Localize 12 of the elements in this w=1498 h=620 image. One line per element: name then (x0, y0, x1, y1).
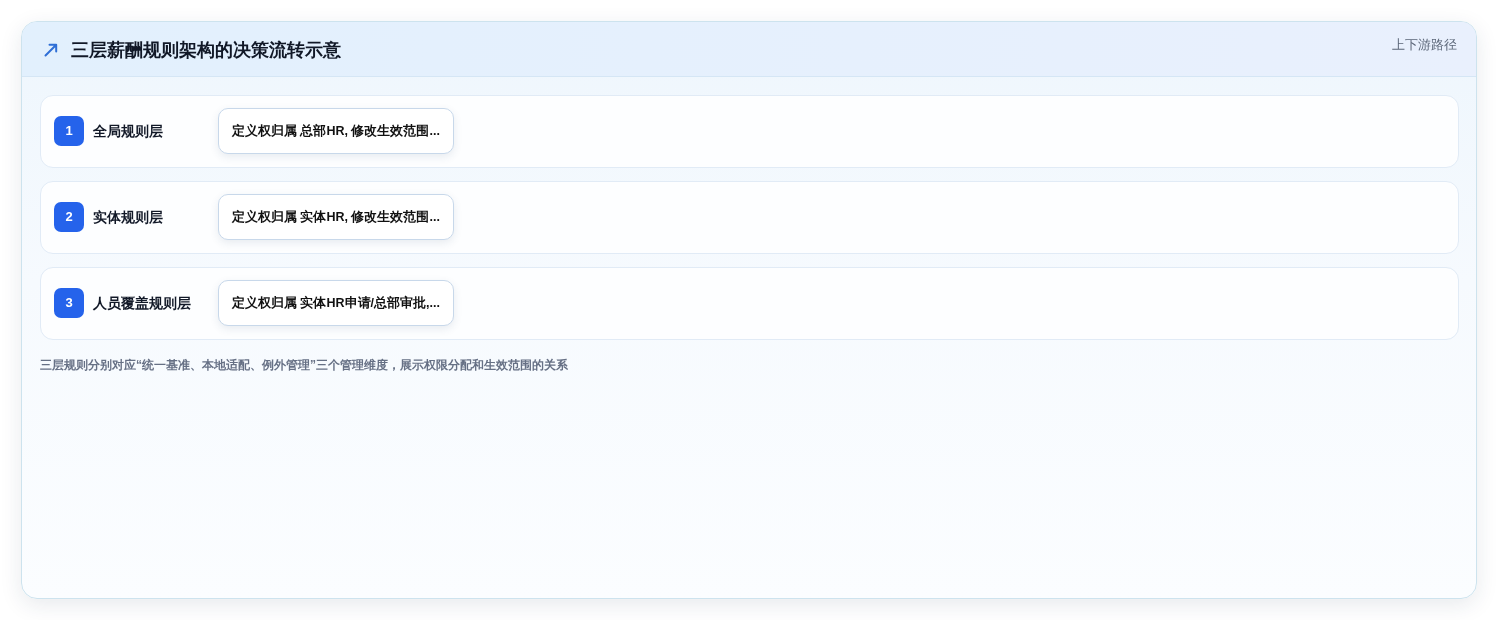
layer-band (40, 95, 1459, 168)
header-note: 上下游路径 (1392, 37, 1457, 53)
layer-label: 全局规则层 (93, 123, 163, 141)
layer-band (40, 267, 1459, 340)
layer-label: 人员覆盖规则层 (93, 295, 191, 313)
caption: 三层规则分别对应“统一基准、本地适配、例外管理”三个管理维度，展示权限分配和生效范围的关系 (40, 357, 568, 373)
number-badge: 3 (54, 288, 84, 318)
layer-label: 实体规则层 (93, 209, 163, 227)
layer-band (40, 181, 1459, 254)
title: 三层薪酬规则架构的决策流转示意 (71, 39, 341, 62)
number-badge: 2 (54, 202, 84, 232)
number-badge: 1 (54, 116, 84, 146)
